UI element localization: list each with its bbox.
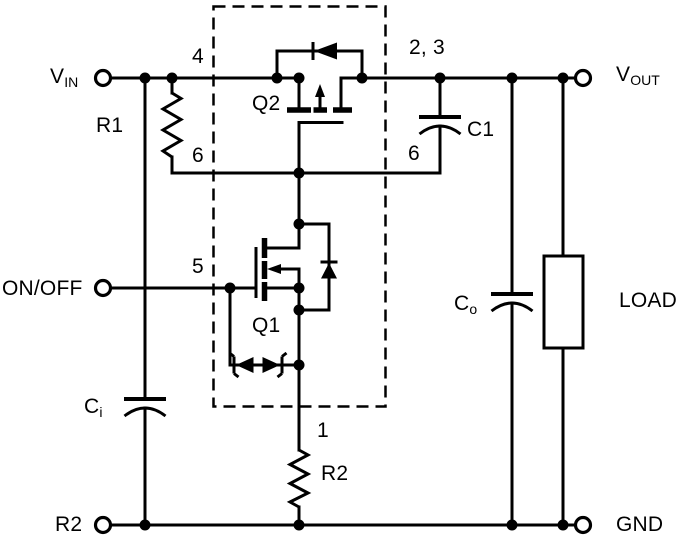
junction-dot [506,72,518,84]
gnd-terminal-circle [573,515,593,535]
vout-label: VOUT [616,64,660,87]
r1-label: R1 [96,114,124,137]
wire-q2gate-to-q1drain [263,121,301,250]
junction-dot [506,519,518,531]
q2-body-diode [311,42,337,60]
wire-q1-body-stub [279,267,301,290]
capacitor-c1 [418,115,462,136]
capacitor-co [490,292,534,313]
co-main: C [454,292,470,315]
junction-dot [224,282,236,294]
ci-subscript: i [99,404,103,420]
junction-dot [293,282,305,294]
resistor-r2-zigzag [286,448,312,509]
load-label: LOAD [619,289,677,312]
vout-terminal-circle [573,68,593,88]
vin-main: V [50,65,65,88]
junction-dot [139,519,151,531]
zener-left-cathode-bar [228,351,240,379]
zener-right-cathode-bar [276,351,288,379]
q2-diode-triangle [314,42,337,60]
junction-dot [293,519,305,531]
wire-q1-body-diode-branch [297,222,331,312]
pin6-right-label: 6 [408,142,420,165]
zener-diode-pair [228,351,288,379]
junction-dot [557,519,569,531]
ci-label: Ci [84,396,103,419]
q1-label: Q1 [252,314,281,337]
pin4-label: 4 [192,45,204,68]
vout-main: V [616,63,631,86]
junction-dot [293,72,305,84]
terminals [93,68,593,535]
ci-curved-plate [123,406,167,418]
onoff-label: ON/OFF [2,277,83,300]
ic-dashed-boundary [212,5,387,408]
pin1-label: 1 [317,419,329,442]
junction-dots [139,72,569,531]
bottom-left-terminal-label: R2 [55,513,83,536]
pin6-left-label: 6 [192,144,204,167]
ci-main: C [84,395,100,418]
co-label: Co [454,293,477,316]
vin-terminal-circle [93,68,113,88]
resistor-r1-zigzag [160,91,184,159]
q1-body-diode [320,260,338,279]
q2-label: Q2 [252,92,281,115]
q2-body-arrow-head [315,84,325,97]
co-curved-plate [490,301,534,313]
gnd-label: GND [616,513,664,536]
vout-subscript: OUT [630,72,660,88]
zener-right-triangle [262,357,280,373]
mosfet-q1 [254,238,281,301]
q1-body-arrow-head [267,264,281,274]
c1-label: C1 [467,118,495,141]
wire-q2-body-diode-branch [275,49,364,80]
c1-curved-plate [418,124,462,136]
junction-dot [434,72,446,84]
onoff-terminal-circle [93,278,113,298]
pin2-3-label: 2, 3 [409,36,445,59]
junction-dot [293,359,305,371]
pin5-label: 5 [192,255,204,278]
vin-subscript: IN [64,74,79,90]
q1-diode-triangle [321,263,337,279]
co-subscript: o [469,301,478,317]
vin-label: VIN [50,66,78,89]
junction-dot [293,167,305,179]
junction-dot [166,72,178,84]
capacitor-ci [123,397,167,418]
junction-dot [356,72,368,84]
load-box [542,254,585,350]
bottom-left-terminal-circle [93,515,113,535]
r2-label: R2 [321,462,349,485]
junction-dot [271,72,283,84]
junction-dot [293,304,305,316]
junction-dot [293,218,305,230]
junction-dot [139,72,151,84]
junction-dot [557,72,569,84]
zener-left-triangle [236,357,254,373]
mosfet-q2 [287,84,352,124]
